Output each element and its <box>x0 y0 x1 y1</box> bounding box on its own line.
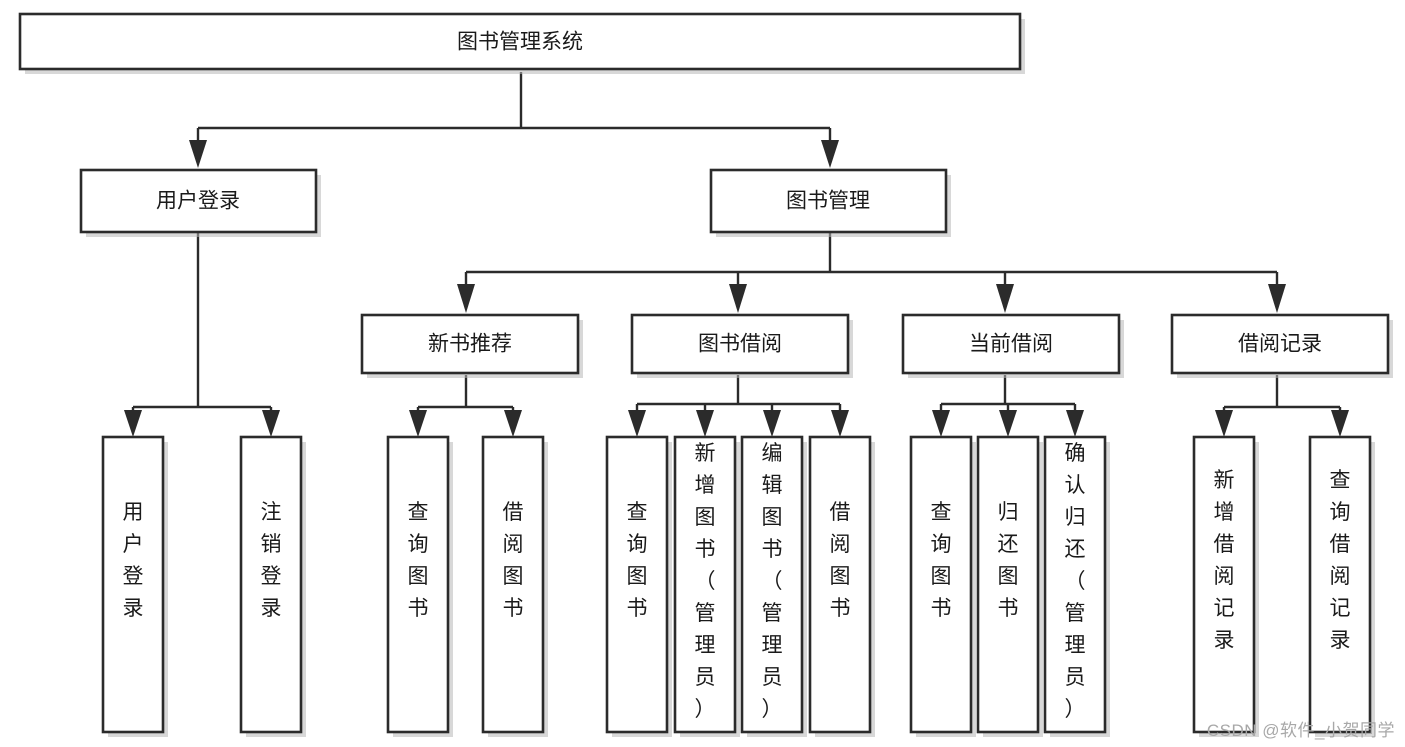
node-leaf-edit-book[interactable]: 编辑图书（管理员） <box>740 435 807 737</box>
borrow-record-box[interactable] <box>1170 313 1390 375</box>
user-login-box[interactable] <box>79 168 318 234</box>
node-leaf-query-book-3[interactable]: 查询图书 <box>909 435 976 737</box>
node-root[interactable]: 图书管理系统 <box>18 12 1025 74</box>
connector-layer <box>124 72 1349 437</box>
node-book-manage[interactable]: 图书管理 <box>709 168 951 237</box>
leaf-query-borrow-record-label: 查询借阅记录 <box>1330 469 1351 652</box>
arrow-to-leaf-logout-login <box>262 410 280 437</box>
arrow-to-leaf-query-book-3 <box>932 410 950 437</box>
leaf-query-book-1-box[interactable] <box>386 435 450 734</box>
node-leaf-add-borrow-record[interactable]: 新增借阅记录 <box>1192 435 1259 737</box>
current-borrow-box[interactable] <box>901 313 1121 375</box>
node-book-borrow[interactable]: 图书借阅 <box>630 313 853 378</box>
user-login-label: 用户登录 <box>156 190 240 213</box>
csdn-watermark: CSDN @软件_小贺同学 <box>1206 721 1395 740</box>
arrow-to-book-borrow <box>729 284 747 313</box>
arrow-to-leaf-confirm-return <box>1066 410 1084 437</box>
leaf-edit-book-label: 编辑图书（管理员） <box>762 442 783 721</box>
node-leaf-user-login[interactable]: 用户登录 <box>101 435 168 737</box>
leaf-return-book-box[interactable] <box>976 435 1040 734</box>
leaf-borrow-book-2-box[interactable] <box>808 435 872 734</box>
arrow-to-user-login <box>189 140 207 168</box>
node-borrow-record[interactable]: 借阅记录 <box>1170 313 1393 378</box>
leaf-confirm-return-label: 确认归还（管理员） <box>1065 442 1086 721</box>
arrow-to-leaf-borrow-book-2 <box>831 410 849 437</box>
leaf-logout-login-label: 注销登录 <box>261 501 282 620</box>
leaf-user-login-label: 用户登录 <box>123 501 144 620</box>
leaf-query-book-1-label: 查询图书 <box>408 501 429 620</box>
arrow-to-leaf-query-book-2 <box>628 410 646 437</box>
root-box[interactable] <box>18 12 1022 71</box>
arrow-to-leaf-add-borrow-record <box>1215 410 1233 437</box>
leaf-confirm-return-box[interactable] <box>1043 435 1107 734</box>
node-leaf-return-book[interactable]: 归还图书 <box>976 435 1043 737</box>
node-current-borrow[interactable]: 当前借阅 <box>901 313 1124 378</box>
arrow-to-leaf-query-book-1 <box>409 410 427 437</box>
node-leaf-logout-login[interactable]: 注销登录 <box>239 435 306 737</box>
node-leaf-add-book[interactable]: 新增图书（管理员） <box>673 435 740 737</box>
leaf-query-book-2-box[interactable] <box>605 435 669 734</box>
new-book-recommend-label: 新书推荐 <box>428 333 512 356</box>
borrow-record-label: 借阅记录 <box>1238 333 1322 356</box>
node-leaf-query-book-1[interactable]: 查询图书 <box>386 435 453 737</box>
arrow-to-leaf-return-book <box>999 410 1017 437</box>
leaf-query-borrow-record-box[interactable] <box>1308 435 1372 734</box>
leaf-query-book-3-box[interactable] <box>909 435 973 734</box>
arrow-to-borrow-record <box>1268 284 1286 313</box>
arrow-to-new-book-recommend <box>457 284 475 313</box>
arrow-to-leaf-user-login <box>124 410 142 437</box>
node-leaf-borrow-book-2[interactable]: 借阅图书 <box>808 435 875 737</box>
node-leaf-borrow-book-1[interactable]: 借阅图书 <box>481 435 548 737</box>
book-manage-label: 图书管理 <box>786 190 870 213</box>
book-borrow-label: 图书借阅 <box>698 333 782 356</box>
book-manage-box[interactable] <box>709 168 948 234</box>
book-borrow-box[interactable] <box>630 313 850 375</box>
leaf-borrow-book-2-label: 借阅图书 <box>830 501 851 620</box>
leaf-query-book-2-label: 查询图书 <box>627 501 648 620</box>
leaf-add-book-box[interactable] <box>673 435 737 734</box>
leaf-add-borrow-record-box[interactable] <box>1192 435 1256 734</box>
arrow-to-current-borrow <box>996 284 1014 313</box>
node-leaf-confirm-return[interactable]: 确认归还（管理员） <box>1043 435 1110 737</box>
arrow-to-leaf-add-book <box>696 410 714 437</box>
arrow-to-leaf-query-borrow-record <box>1331 410 1349 437</box>
leaf-borrow-book-1-label: 借阅图书 <box>503 501 524 620</box>
current-borrow-label: 当前借阅 <box>969 333 1053 356</box>
leaf-add-borrow-record-label: 新增借阅记录 <box>1214 469 1235 652</box>
node-leaf-query-borrow-record[interactable]: 查询借阅记录 <box>1308 435 1375 737</box>
leaf-borrow-book-1-box[interactable] <box>481 435 545 734</box>
node-leaf-query-book-2[interactable]: 查询图书 <box>605 435 672 737</box>
leaf-logout-login-box[interactable] <box>239 435 303 734</box>
node-new-book-recommend[interactable]: 新书推荐 <box>360 313 583 378</box>
arrow-to-book-manage <box>821 140 839 168</box>
root-label: 图书管理系统 <box>457 31 583 54</box>
leaf-user-login-box[interactable] <box>101 435 165 734</box>
arrow-to-leaf-borrow-book-1 <box>504 410 522 437</box>
leaf-return-book-label: 归还图书 <box>998 501 1019 620</box>
arrow-to-leaf-edit-book <box>763 410 781 437</box>
leaf-add-book-label: 新增图书（管理员） <box>695 442 716 721</box>
leaf-edit-book-box[interactable] <box>740 435 804 734</box>
new-book-recommend-box[interactable] <box>360 313 580 375</box>
leaf-query-book-3-label: 查询图书 <box>931 501 952 620</box>
node-user-login[interactable]: 用户登录 <box>79 168 321 237</box>
